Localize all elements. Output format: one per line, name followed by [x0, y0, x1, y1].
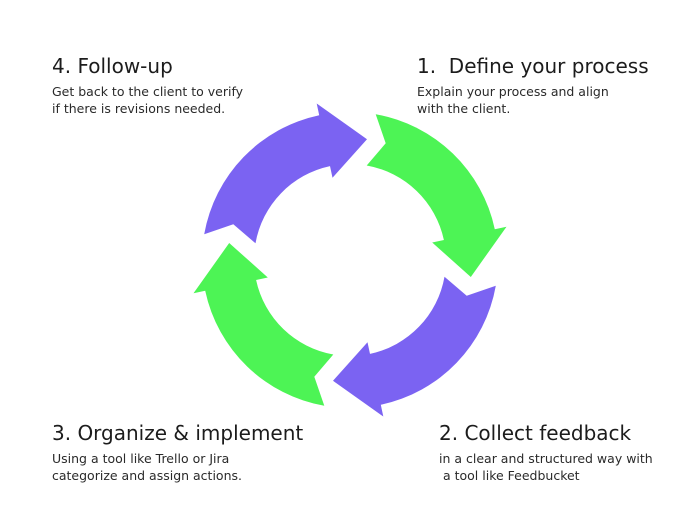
step-collect-feedback-title: 2. Collect feedback [439, 421, 632, 445]
step-organize-implement-title: 3. Organize & implement [52, 421, 304, 445]
arrow-organize-implement [193, 243, 334, 406]
step-define-process-description: Explain your process and align with the … [417, 84, 609, 116]
step-organize-implement: 3. Organize & implement Using a tool lik… [52, 421, 303, 484]
step-follow-up-title: 4. Follow-up [52, 54, 173, 78]
arrow-define-process [366, 114, 507, 277]
step-define-process: 1. Define your process Explain your proc… [417, 54, 649, 117]
step-organize-implement-description: Using a tool like Trello or Jira categor… [52, 451, 242, 483]
step-follow-up-description: Get back to the client to verify if ther… [52, 84, 244, 116]
step-follow-up: 4. Follow-up Get back to the client to v… [52, 54, 243, 117]
step-collect-feedback: 2. Collect feedback in a clear and struc… [439, 421, 653, 484]
step-define-process-title: 1. Define your process [417, 54, 649, 78]
step-collect-feedback-description: in a clear and structured way with a too… [439, 451, 653, 483]
arrow-collect-feedback [333, 276, 496, 417]
arrow-follow-up [204, 103, 367, 244]
